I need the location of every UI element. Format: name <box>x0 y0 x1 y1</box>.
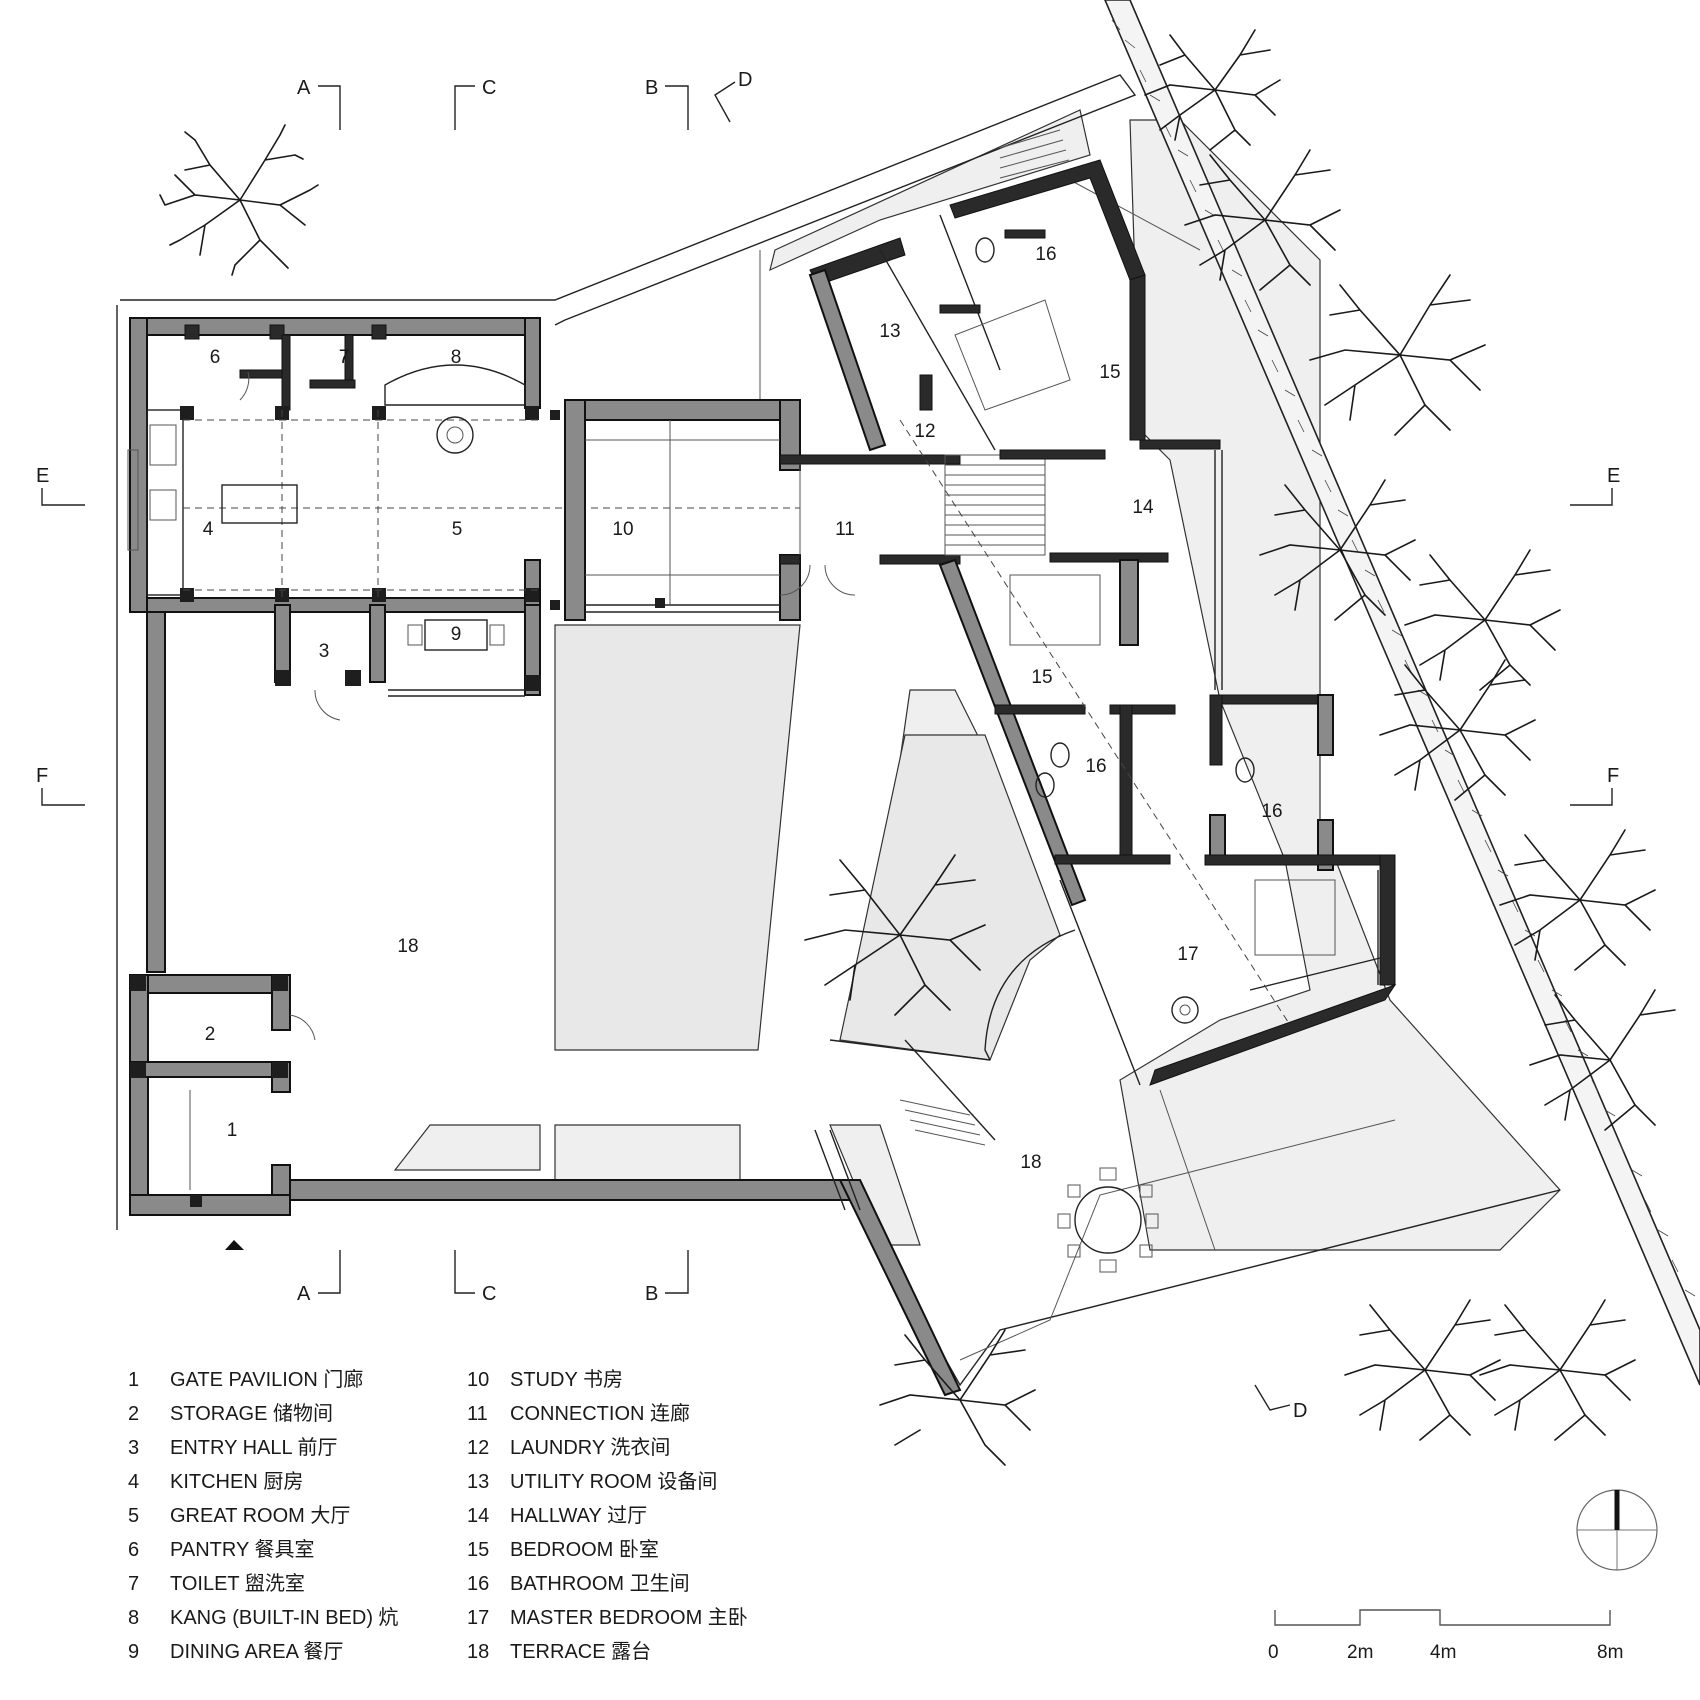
tree-icons <box>159 29 1676 1466</box>
scale-bar: 0 2m 4m 8m <box>1268 1609 1623 1663</box>
legend-num: 16 <box>467 1573 489 1595</box>
room-label-11: 11 <box>835 519 855 540</box>
legend-column-right: 10 STUDY 书房 11 CONNECTION 连廊 12 LAUNDRY … <box>467 1368 748 1663</box>
legend-text: KANG (BUILT-IN BED) 炕 <box>170 1606 399 1629</box>
scale-label-4m: 4m <box>1430 1642 1456 1663</box>
legend-num: 8 <box>128 1607 139 1629</box>
room-label-8: 8 <box>451 347 462 368</box>
study-connection-walls <box>550 399 961 621</box>
legend-num: 14 <box>467 1505 489 1527</box>
room-label-15-upper: 15 <box>1099 362 1120 383</box>
legend-text: CONNECTION 连廊 <box>510 1402 690 1425</box>
legend-num: 15 <box>467 1539 489 1561</box>
legend-text: STUDY 书房 <box>510 1368 623 1391</box>
section-d-top: D <box>738 69 752 91</box>
section-f-left: F <box>36 765 48 787</box>
room-label-15-lower: 15 <box>1031 667 1052 688</box>
room-label-5: 5 <box>452 519 463 540</box>
room-label-12: 12 <box>914 421 935 442</box>
room-label-16-right: 16 <box>1261 801 1282 822</box>
legend-num: 4 <box>128 1471 139 1493</box>
room-label-10: 10 <box>612 519 633 540</box>
legend-text: GREAT ROOM 大厅 <box>170 1504 350 1527</box>
room-label-13: 13 <box>879 321 900 342</box>
legend-num: 2 <box>128 1403 139 1425</box>
legend-text: PANTRY 餐具室 <box>170 1538 314 1561</box>
section-c-top: C <box>482 77 496 99</box>
room-label-16-middle: 16 <box>1085 756 1106 777</box>
room-label-4: 4 <box>203 519 214 540</box>
legend: 1 GATE PAVILION 门廊 2 STORAGE 储物间 3 ENTRY… <box>128 1368 748 1663</box>
room-label-14: 14 <box>1132 497 1154 518</box>
legend-text: BATHROOM 卫生间 <box>510 1572 690 1595</box>
room-label-18-left: 18 <box>397 936 418 957</box>
section-b-bottom: B <box>645 1283 658 1305</box>
section-a-top: A <box>297 77 311 99</box>
scale-label-2m: 2m <box>1347 1642 1373 1663</box>
legend-column-left: 1 GATE PAVILION 门廊 2 STORAGE 储物间 3 ENTRY… <box>128 1368 399 1663</box>
legend-text: GATE PAVILION 门廊 <box>170 1368 363 1391</box>
legend-text: KITCHEN 厨房 <box>170 1470 303 1493</box>
section-e-left: E <box>36 465 49 487</box>
section-c-bottom: C <box>482 1283 496 1305</box>
section-d-bottom: D <box>1293 1400 1307 1422</box>
section-markers: A C B D E E F F A C B D <box>36 69 1620 1422</box>
entrance-arrow-icon <box>225 1240 244 1250</box>
legend-num: 13 <box>467 1471 489 1493</box>
scale-label-0: 0 <box>1268 1642 1279 1663</box>
legend-text: ENTRY HALL 前厅 <box>170 1436 337 1459</box>
legend-num: 3 <box>128 1437 139 1459</box>
legend-num: 17 <box>467 1607 489 1629</box>
legend-num: 9 <box>128 1641 139 1663</box>
room-label-6: 6 <box>210 347 221 368</box>
scale-label-8m: 8m <box>1597 1642 1623 1663</box>
room-label-1: 1 <box>227 1120 238 1141</box>
legend-text: HALLWAY 过厅 <box>510 1504 647 1527</box>
legend-num: 6 <box>128 1539 139 1561</box>
legend-num: 5 <box>128 1505 139 1527</box>
room-label-3: 3 <box>319 641 330 662</box>
north-arrow-icon <box>1576 1489 1658 1571</box>
room-label-9: 9 <box>451 624 462 645</box>
bedroom-wing-walls <box>808 129 1397 1086</box>
legend-text: LAUNDRY 洗衣间 <box>510 1436 670 1459</box>
legend-num: 7 <box>128 1573 139 1595</box>
stone-wall <box>1104 0 1700 1386</box>
legend-num: 11 <box>467 1403 488 1425</box>
legend-text: TOILET 盥洗室 <box>170 1572 305 1595</box>
legend-text: BEDROOM 卧室 <box>510 1538 659 1561</box>
legend-text: TERRACE 露台 <box>510 1640 651 1663</box>
section-f-right: F <box>1607 765 1619 787</box>
room-labels: 1 2 3 4 5 6 7 8 9 10 11 12 13 14 15 15 1… <box>203 244 1283 1173</box>
section-b-top: B <box>645 77 658 99</box>
legend-num: 18 <box>467 1641 489 1663</box>
room-label-17: 17 <box>1177 944 1198 965</box>
section-e-right: E <box>1607 465 1620 487</box>
terrace-furniture <box>814 929 1159 1273</box>
paved-areas <box>393 109 1561 1251</box>
room-label-16-top: 16 <box>1035 244 1056 265</box>
gate-storage-walls <box>129 611 962 1397</box>
room-label-7: 7 <box>339 347 350 368</box>
room-label-18-right: 18 <box>1020 1152 1041 1173</box>
legend-text: DINING AREA 餐厅 <box>170 1640 343 1663</box>
legend-num: 10 <box>467 1369 489 1391</box>
legend-num: 1 <box>128 1369 139 1391</box>
legend-text: UTILITY ROOM 设备间 <box>510 1470 717 1493</box>
main-house-walls <box>127 317 800 721</box>
legend-text: STORAGE 储物间 <box>170 1402 333 1425</box>
room-label-2: 2 <box>205 1024 216 1045</box>
section-a-bottom: A <box>297 1283 311 1305</box>
legend-text: MASTER BEDROOM 主卧 <box>510 1606 748 1629</box>
legend-num: 12 <box>467 1437 489 1459</box>
